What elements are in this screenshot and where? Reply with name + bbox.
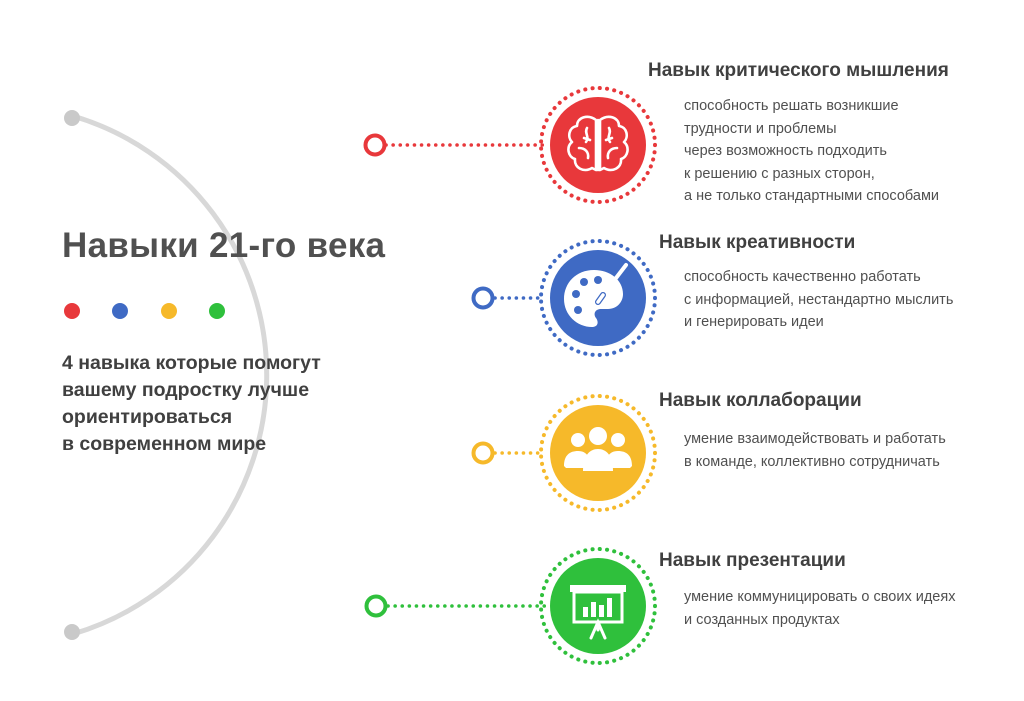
skill-title-creativity: Навык креативности — [659, 232, 856, 253]
skill-title-collaboration: Навык коллаборации — [659, 390, 862, 411]
arc-node-presentation — [364, 594, 388, 618]
legend-dot-blue — [112, 303, 128, 319]
skill-badge-critical — [539, 86, 657, 204]
skill-description-presentation: умение коммуницировать о своих идеях и с… — [684, 589, 956, 628]
page-subtitle: 4 навыка которые помогут вашему подростк… — [62, 352, 321, 455]
legend-dot-red — [64, 303, 80, 319]
legend-dot-yellow — [161, 303, 177, 319]
skill-description-creativity: способность качественно работать с инфор… — [684, 269, 954, 330]
skill-badge-creativity — [539, 239, 657, 357]
page-title: Навыки 21-го века — [62, 226, 386, 265]
arc-start-dot — [64, 110, 80, 126]
skill-badge-collaboration — [539, 394, 657, 512]
skill-title-presentation: Навык презентации — [659, 550, 846, 571]
skill-description-critical: способность решать возникшие трудности и… — [684, 98, 940, 204]
arc-node-creativity — [471, 286, 495, 310]
team-icon — [564, 427, 632, 471]
skill-description-collaboration: умение взаимодействовать и работать в ко… — [684, 431, 946, 470]
skill-title-critical: Навык критического мышления — [648, 60, 949, 81]
palette-icon — [564, 263, 628, 327]
timeline-arc — [70, 113, 270, 637]
presentation-icon — [570, 585, 626, 640]
arc-end-dot — [64, 624, 80, 640]
legend-dot-green — [209, 303, 225, 319]
arc-node-collaboration — [471, 441, 495, 465]
arc-node-critical — [363, 133, 387, 157]
brain-icon — [567, 115, 629, 172]
skill-badge-presentation — [539, 547, 657, 665]
